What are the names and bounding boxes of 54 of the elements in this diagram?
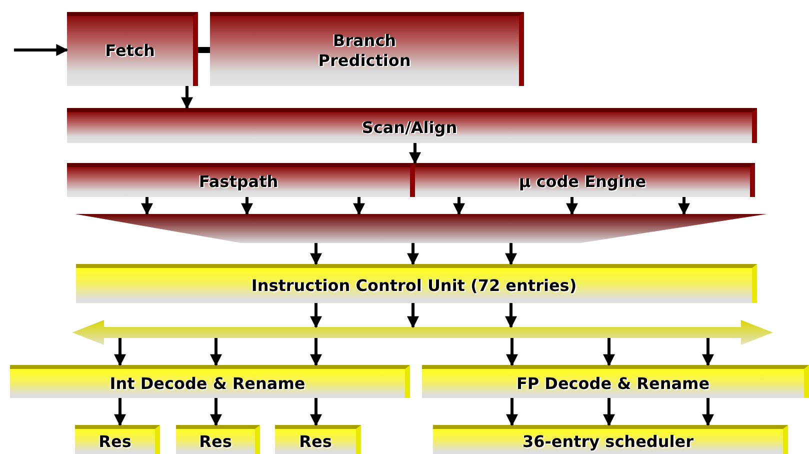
- process-box: [415, 163, 755, 197]
- process-box: [10, 365, 410, 398]
- box-label: Scan/Align: [362, 118, 458, 138]
- arrow: [506, 338, 518, 366]
- arrow: [353, 197, 365, 216]
- arrow: [505, 303, 517, 328]
- arrow: [181, 86, 193, 110]
- box-label: FP Decode & Rename: [516, 374, 710, 394]
- arrow: [141, 197, 153, 216]
- box-label: µ code Engine: [518, 172, 646, 192]
- arrow: [506, 398, 518, 426]
- arrow: [702, 338, 714, 366]
- arrow: [678, 197, 690, 216]
- arrow: [14, 44, 68, 56]
- arrow: [210, 398, 222, 426]
- process-box: [433, 425, 788, 454]
- arrow: [407, 243, 419, 266]
- arrow: [310, 303, 322, 328]
- process-box: [67, 163, 415, 197]
- box-label: 36-entry scheduler: [522, 432, 694, 452]
- bus-bar: [72, 320, 773, 345]
- arrow: [210, 338, 222, 366]
- arrow: [566, 197, 578, 216]
- arrow: [702, 398, 714, 426]
- box-label: Res: [299, 432, 332, 452]
- process-box: [76, 264, 757, 303]
- process-box: [210, 12, 524, 86]
- box-label: Fastpath: [198, 172, 278, 192]
- arrow: [310, 338, 322, 366]
- process-box: [67, 12, 198, 86]
- box-label: Branch Prediction: [317, 31, 412, 71]
- arrow: [407, 303, 419, 328]
- box-label: Res: [199, 432, 232, 452]
- arrow: [453, 197, 465, 216]
- process-box: [75, 425, 160, 454]
- arrow: [310, 398, 322, 426]
- box-label: Int Decode & Rename: [110, 374, 306, 394]
- arrow: [310, 243, 322, 266]
- connector-line: [198, 47, 210, 53]
- process-box: [422, 365, 809, 398]
- process-box: [176, 425, 260, 454]
- arrow: [409, 143, 421, 164]
- arrow: [603, 338, 615, 366]
- arrow: [505, 243, 517, 266]
- box-label: Res: [98, 432, 132, 452]
- process-box: [275, 425, 361, 454]
- process-box: [67, 108, 757, 143]
- funnel-shape: [75, 214, 767, 243]
- arrow: [114, 338, 126, 366]
- arrow: [114, 398, 126, 426]
- box-label: Fetch: [105, 41, 155, 61]
- box-label: Instruction Control Unit (72 entries): [251, 276, 577, 296]
- arrow: [603, 398, 615, 426]
- arrow: [241, 197, 253, 216]
